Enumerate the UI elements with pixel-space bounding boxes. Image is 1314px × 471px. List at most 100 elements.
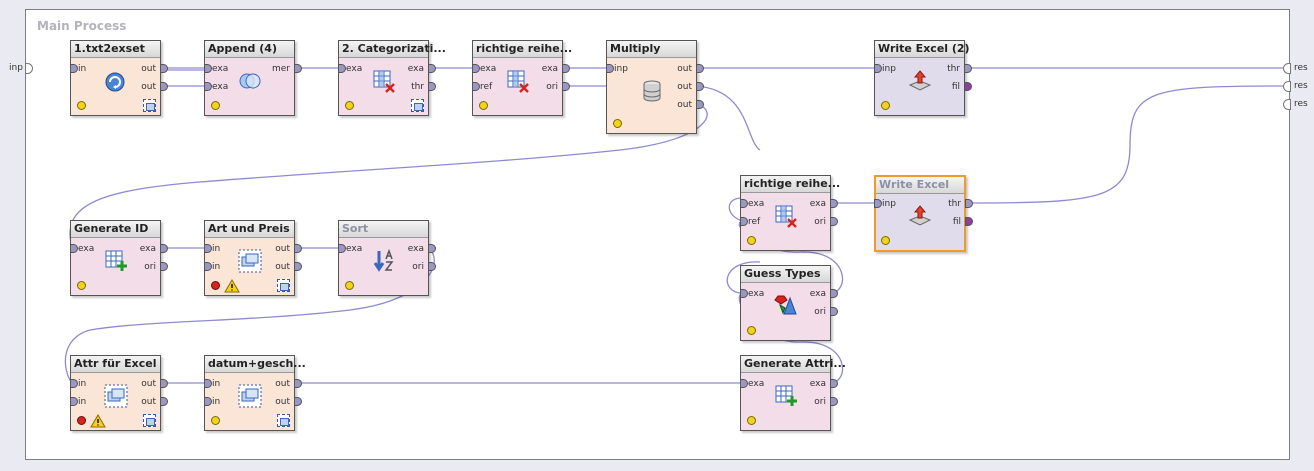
input-port[interactable] [204,64,212,73]
output-port[interactable] [965,199,973,208]
process-input-port[interactable] [25,63,33,74]
table-add-icon [775,385,797,406]
port-label: out [677,64,692,74]
output-port[interactable] [830,199,838,208]
port-label: exa [407,64,424,74]
subprocess-icon[interactable] [143,99,156,112]
subprocess-icon [238,249,262,273]
input-port[interactable] [70,244,78,253]
output-port[interactable] [696,100,704,109]
input-port[interactable] [70,64,78,73]
operator-generate-id[interactable]: Generate ID exa exa ori [70,220,168,296]
port-label: inp [882,64,896,74]
port-label: ref [748,217,761,227]
input-port[interactable] [606,64,614,73]
operator-attr-fur-excel[interactable]: Attr für Excel in in out out [70,355,168,431]
operator-write-excel[interactable]: Write Excel inp thr fil [874,175,973,252]
input-port[interactable] [740,199,748,208]
status-indicator [211,101,220,110]
process-result-label-1: res [1294,63,1308,73]
port-label: thr [947,64,960,74]
output-port[interactable] [830,379,838,388]
output-port[interactable] [428,82,436,91]
output-port[interactable] [830,307,838,316]
output-port[interactable] [830,397,838,406]
output-port[interactable] [160,397,168,406]
output-port[interactable] [830,289,838,298]
process-result-port-1[interactable] [1283,63,1291,74]
input-port[interactable] [204,379,212,388]
operator-write-excel-2[interactable]: Write Excel (2) inp thr fil [874,40,972,116]
output-port[interactable] [562,64,570,73]
operator-art-und-preis[interactable]: Art und Preis in in out out [204,220,302,296]
output-port[interactable] [696,82,704,91]
output-port[interactable] [294,379,302,388]
input-port[interactable] [740,379,748,388]
input-port[interactable] [204,82,212,91]
input-port[interactable] [204,244,212,253]
output-port[interactable] [160,262,168,271]
operator-guess-types[interactable]: Guess Types exa exa ori [740,265,838,341]
error-indicator [211,281,220,290]
output-port[interactable] [294,64,302,73]
output-port[interactable] [428,244,436,253]
input-port[interactable] [874,64,882,73]
output-port[interactable] [562,82,570,91]
port-label: out [677,82,692,92]
output-port[interactable] [830,217,838,226]
output-port[interactable] [160,64,168,73]
operator-categorization[interactable]: 2. Categorizati... exa exa thr [338,40,446,116]
output-port[interactable] [294,244,302,253]
input-port[interactable] [874,199,882,208]
operator-richtige-reihenfolge-2[interactable]: richtige reihe... exa ref exa ori [740,175,840,251]
input-port[interactable] [338,64,346,73]
input-port[interactable] [204,397,212,406]
subprocess-icon[interactable] [411,99,424,112]
process-result-port-2[interactable] [1283,81,1291,92]
port-label: exa [407,244,424,254]
operator-multiply[interactable]: Multiply inp out out out [606,40,704,134]
port-label: fil [952,217,961,227]
input-port[interactable] [204,262,212,271]
file-output-port[interactable] [964,82,972,91]
operator-append[interactable]: Append (4) exa exa mer [204,40,302,116]
input-port[interactable] [740,217,748,226]
output-port[interactable] [294,262,302,271]
operator-txt2exset[interactable]: 1.txt2exset in out out [70,40,168,116]
output-port[interactable] [428,262,436,271]
process-result-label-2: res [1294,81,1308,91]
input-port[interactable] [70,397,78,406]
subprocess-icon[interactable] [143,414,156,427]
input-port[interactable] [338,244,346,253]
subprocess-icon[interactable] [277,414,290,427]
operator-sort[interactable]: Sort exa exa ori [338,220,436,296]
input-port[interactable] [472,64,480,73]
output-port[interactable] [160,82,168,91]
input-port[interactable] [70,379,78,388]
database-stack-icon [643,80,661,102]
output-port[interactable] [696,64,704,73]
input-port[interactable] [472,82,480,91]
output-port[interactable] [160,244,168,253]
output-port[interactable] [294,397,302,406]
file-output-port[interactable] [965,217,973,226]
operator-title: Generate ID [71,221,160,238]
operator-title: Guess Types [741,266,830,283]
process-result-port-3[interactable] [1283,99,1291,110]
operator-generate-attributes[interactable]: Generate Attri... exa exa ori [740,355,846,431]
append-icon [239,73,261,89]
operator-title: datum+gesch... [205,356,306,373]
operator-richtige-reihenfolge-1[interactable]: richtige reihe... exa ref exa ori [472,40,572,116]
output-port[interactable] [160,379,168,388]
output-port[interactable] [428,64,436,73]
operator-datum-gesch[interactable]: datum+gesch... in in out out [204,355,306,431]
table-filter-icon [775,205,797,228]
warning-icon[interactable] [90,414,106,428]
input-port[interactable] [740,289,748,298]
status-indicator [747,326,756,335]
warning-icon[interactable] [224,279,240,293]
status-indicator [747,236,756,245]
port-label: exa [809,199,826,209]
subprocess-icon[interactable] [277,279,290,292]
output-port[interactable] [964,64,972,73]
